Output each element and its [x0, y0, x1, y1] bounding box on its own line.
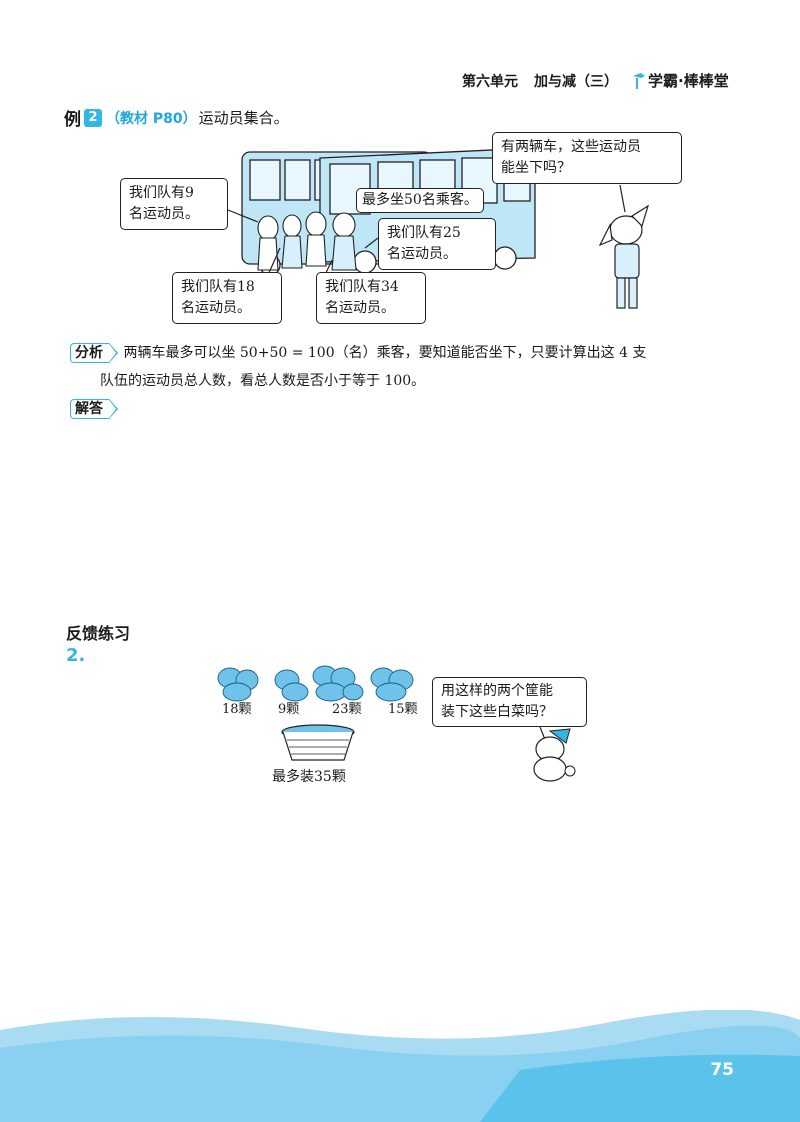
example-prefix: 例	[64, 110, 81, 130]
unit-label: 第六单元	[462, 73, 518, 90]
footer-wave	[0, 1010, 800, 1122]
brand-logo: 学霸·棒棒堂	[632, 70, 729, 91]
example-number-badge: 2	[84, 108, 102, 127]
analysis-section: 分析 两辆车最多可以坐 50+50 = 100（名）乘客，要知道能否坐下，只要计…	[70, 339, 740, 395]
cabbage-count-1: 18颗	[222, 702, 252, 717]
textbook-reference: （教材 P80）	[106, 110, 197, 127]
athletes-group	[257, 211, 357, 271]
topic-label: 加与减（三）	[534, 73, 618, 90]
cabbage-labels: 18颗 9颗 23颗 15颗	[222, 698, 418, 717]
speech-bubble-team34: 我们队有34 名运动员。	[316, 272, 426, 324]
cabbage-count-3: 23颗	[332, 702, 362, 717]
answer-section: 解答	[70, 398, 119, 419]
cabbage-icon	[312, 665, 364, 702]
cabbage-count-4: 15颗	[388, 702, 418, 717]
page-header: 第六单元 加与减（三） 学霸·棒棒堂	[462, 70, 729, 91]
basket-icon	[281, 724, 355, 761]
question-number: 2.	[66, 645, 86, 666]
cabbage-icon	[274, 669, 309, 702]
rabbit-character	[533, 726, 576, 782]
bus-capacity-sign: 最多坐50名乘客。	[356, 188, 484, 213]
page-number: 75	[710, 1060, 734, 1080]
example-text: 运动员集合。	[198, 109, 289, 127]
cabbage-groups	[217, 665, 414, 702]
analysis-line-2: 队伍的运动员总人数，看总人数是否小于等于 100。	[100, 373, 426, 389]
cabbage-icon	[217, 667, 259, 702]
speech-bubble-question: 用这样的两个筐能 装下这些白菜吗？	[432, 677, 587, 727]
cabbage-icon	[370, 667, 414, 702]
analysis-line-1: 两辆车最多可以坐 50+50 = 100（名）乘客，要知道能否坐下，只要计算出这…	[123, 345, 647, 361]
feedback-title: 反馈练习	[66, 624, 131, 643]
speech-bubble-dog: 有两辆车，这些运动员 能坐下吗？	[492, 132, 682, 184]
speech-bubble-team25: 我们队有25 名运动员。	[378, 218, 496, 270]
example-title: 例 2 （教材 P80） 运动员集合。	[64, 105, 289, 130]
speech-bubble-team9: 我们队有9 名运动员。	[120, 178, 228, 230]
athletes-bus-illustration: 我们队有9 名运动员。 我们队有18 名运动员。 我们队有34 名运动员。 我们…	[120, 130, 700, 340]
analysis-tag: 分析	[70, 342, 118, 363]
speech-bubble-team18: 我们队有18 名运动员。	[172, 272, 282, 324]
graduation-icon	[633, 72, 645, 89]
answer-tag: 解答	[70, 398, 118, 419]
dog-character	[598, 204, 650, 309]
brand-text: 学霸·棒棒堂	[648, 72, 729, 90]
cabbage-count-2: 9颗	[278, 702, 300, 717]
basket-capacity-label: 最多装35颗	[272, 769, 346, 785]
